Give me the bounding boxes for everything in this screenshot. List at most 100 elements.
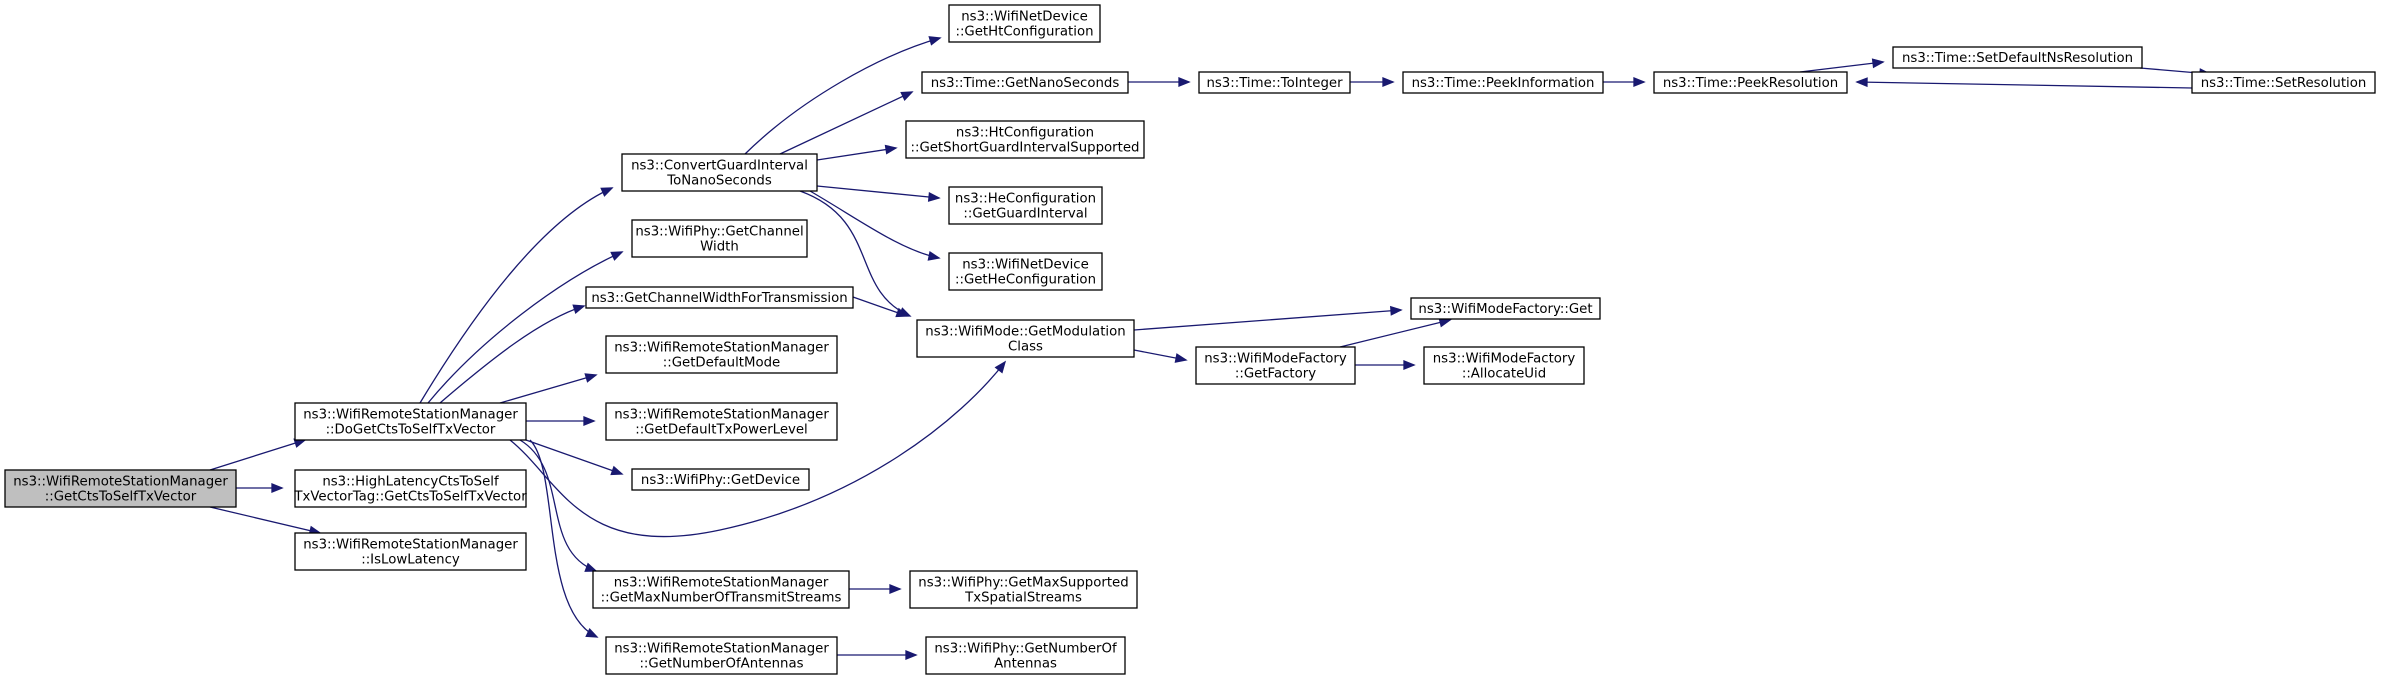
node-box	[916, 319, 1135, 358]
node-label: ::IsLowLatency	[361, 553, 460, 568]
arrow-head-icon	[271, 483, 284, 493]
edge-line	[1339, 319, 1451, 348]
node-label: ns3::ConvertGuardInterval	[631, 159, 808, 174]
node-box	[2191, 71, 2376, 94]
arrow-head-icon	[1174, 353, 1188, 363]
node-setdefaultns[interactable]: ns3::Time::SetDefaultNsResolution	[1892, 46, 2143, 69]
arrow-head-icon	[572, 304, 586, 314]
node-box	[1402, 71, 1604, 94]
arrow-head-icon	[1855, 77, 1868, 88]
edge-getcwfortx-to-getmodclass	[852, 296, 909, 318]
arrow-head-icon	[610, 465, 624, 476]
arrow-head-icon	[884, 144, 898, 155]
arrow-head-icon	[1382, 77, 1395, 87]
node-label: ns3::Time::GetNanoSeconds	[931, 76, 1120, 91]
node-label: ns3::WifiNetDevice	[962, 258, 1089, 273]
edge-dogetcts-to-getdefaultmode	[499, 373, 598, 404]
node-getmaxtxstreams[interactable]: ns3::WifiRemoteStationManager::GetMaxNum…	[592, 570, 850, 609]
edge-dogetcts-to-getmodclass	[509, 360, 1007, 538]
node-getmaxsupported[interactable]: ns3::WifiPhy::GetMaxSupportedTxSpatialSt…	[909, 570, 1138, 609]
node-label: ToNanoSeconds	[666, 174, 772, 189]
edge-getmodclass-to-modefactoryget	[1133, 305, 1403, 331]
node-label: ns3::WifiMode::GetModulation	[925, 325, 1125, 340]
edge-line	[744, 37, 941, 155]
arrow-head-icon	[1633, 77, 1646, 87]
node-getdefaultmode[interactable]: ns3::WifiRemoteStationManager::GetDefaul…	[605, 335, 838, 374]
node-label: ns3::WifiRemoteStationManager	[614, 576, 829, 591]
node-getguardinterval[interactable]: ns3::HeConfiguration::GetGuardInterval	[948, 186, 1103, 225]
node-allocateuid[interactable]: ns3::WifiModeFactory::AllocateUid	[1423, 346, 1585, 385]
edge-getcts-to-dogetcts	[209, 438, 307, 471]
node-box	[585, 286, 854, 309]
node-box	[948, 252, 1103, 291]
node-label: ::GetDefaultTxPowerLevel	[635, 423, 808, 438]
node-label: ::GetHeConfiguration	[955, 273, 1096, 288]
node-box	[621, 153, 818, 192]
node-label: ns3::WifiPhy::GetDevice	[641, 473, 800, 488]
node-highlatency[interactable]: ns3::HighLatencyCtsToSelfTxVectorTag::Ge…	[293, 469, 527, 508]
node-label: ns3::Time::SetDefaultNsResolution	[1902, 51, 2133, 66]
node-label: ::DoGetCtsToSelfTxVector	[326, 423, 496, 438]
edge-convertgi-to-getnanoseconds	[779, 91, 914, 155]
node-label: Width	[700, 240, 739, 255]
edge-getnanoseconds-to-tointeger	[1128, 77, 1191, 87]
node-label: ns3::HtConfiguration	[956, 126, 1094, 141]
edge-convertgi-to-getshortgi	[816, 144, 898, 161]
node-gethtconfig[interactable]: ns3::WifiNetDevice::GetHtConfiguration	[948, 4, 1101, 43]
edge-line	[525, 439, 623, 475]
node-islowlatency[interactable]: ns3::WifiRemoteStationManager::IsLowLate…	[294, 532, 527, 571]
edge-getcts-to-islowlatency	[209, 506, 322, 536]
node-label: ns3::HeConfiguration	[955, 192, 1096, 207]
edge-line	[499, 374, 597, 404]
node-box	[294, 469, 527, 508]
arrow-head-icon	[584, 562, 598, 572]
node-dogetcts[interactable]: ns3::WifiRemoteStationManager::DoGetCtsT…	[294, 402, 527, 441]
node-getcwfortx[interactable]: ns3::GetChannelWidthForTransmission	[585, 286, 854, 309]
node-getdefaulttxpower[interactable]: ns3::WifiRemoteStationManager::GetDefaul…	[605, 402, 838, 441]
edge-line	[519, 439, 597, 572]
node-label: ns3::Time::ToInteger	[1206, 76, 1343, 91]
arrow-head-icon	[585, 627, 599, 638]
node-box	[605, 636, 838, 675]
arrow-head-icon	[927, 192, 941, 202]
node-label: ::GetShortGuardIntervalSupported	[910, 141, 1139, 156]
node-label: ns3::WifiRemoteStationManager	[614, 341, 829, 356]
edge-line	[427, 251, 623, 404]
edge-dogetcts-to-getchannelwidth	[427, 251, 624, 404]
node-getnumantennas[interactable]: ns3::WifiRemoteStationManager::GetNumber…	[605, 636, 838, 675]
node-setres[interactable]: ns3::Time::SetResolution	[2191, 71, 2376, 94]
node-box	[909, 570, 1138, 609]
node-tointeger[interactable]: ns3::Time::ToInteger	[1198, 71, 1351, 94]
edge-getmodclass-to-getfactory	[1133, 349, 1188, 363]
edge-convertgi-to-gethtconfig	[744, 36, 942, 155]
node-label: ns3::WifiPhy::GetMaxSupported	[918, 576, 1128, 591]
node-getnanoseconds[interactable]: ns3::Time::GetNanoSeconds	[921, 71, 1129, 94]
node-getfactory[interactable]: ns3::WifiModeFactory::GetFactory	[1195, 346, 1356, 385]
node-label: ns3::WifiRemoteStationManager	[614, 408, 829, 423]
node-peekres[interactable]: ns3::Time::PeekResolution	[1653, 71, 1848, 94]
node-label: ns3::WifiPhy::GetNumberOf	[934, 642, 1117, 657]
node-box	[921, 71, 1129, 94]
edge-line	[816, 185, 940, 199]
node-phynumantennas[interactable]: ns3::WifiPhy::GetNumberOfAntennas	[925, 636, 1126, 675]
edge-line	[1133, 309, 1402, 331]
arrow-head-icon	[905, 650, 918, 660]
node-modefactoryget[interactable]: ns3::WifiModeFactory::Get	[1410, 297, 1601, 320]
node-label: TxVectorTag::GetCtsToSelfTxVector	[293, 490, 527, 505]
node-box	[1198, 71, 1351, 94]
node-getshortgi[interactable]: ns3::HtConfiguration::GetShortGuardInter…	[905, 120, 1145, 159]
node-label: ns3::WifiRemoteStationManager	[303, 408, 518, 423]
node-getdevice[interactable]: ns3::WifiPhy::GetDevice	[631, 468, 810, 491]
edge-line	[809, 190, 940, 259]
node-getchannelwidth[interactable]: ns3::WifiPhy::GetChannelWidth	[631, 219, 808, 258]
node-peekinfo[interactable]: ns3::Time::PeekInformation	[1402, 71, 1604, 94]
call-graph-edges	[209, 36, 2212, 660]
arrow-head-icon	[1871, 58, 1885, 69]
node-getcts[interactable]: ns3::WifiRemoteStationManager::GetCtsToS…	[4, 469, 237, 508]
edge-setres-to-peekres	[1855, 77, 2193, 89]
node-gethecfg[interactable]: ns3::WifiNetDevice::GetHeConfiguration	[948, 252, 1103, 291]
node-label: ns3::WifiModeFactory	[1433, 352, 1576, 367]
